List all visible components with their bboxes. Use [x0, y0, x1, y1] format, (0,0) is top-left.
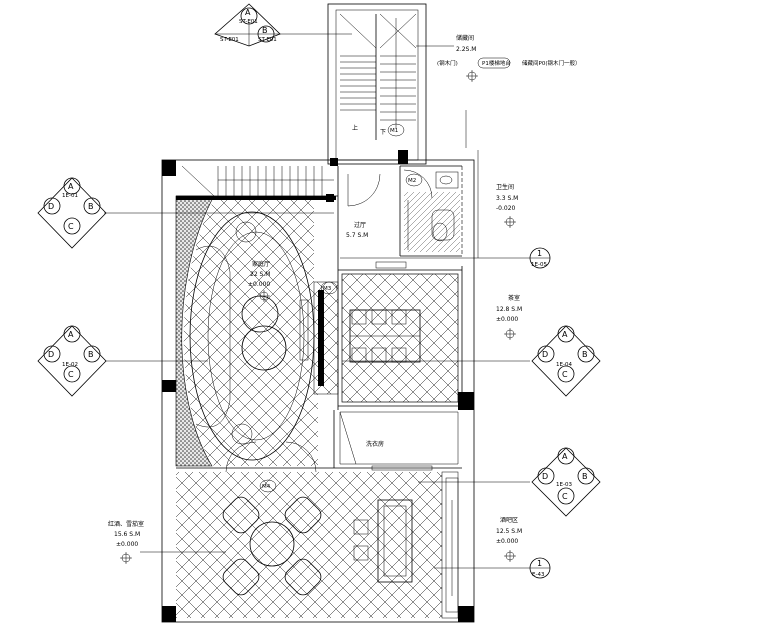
elev-e2-b: B — [582, 472, 588, 481]
stair-down-mark: 下 — [380, 129, 386, 136]
room-name-tea: 茶室 — [508, 294, 520, 302]
room-level-toilet: -0.020 — [496, 205, 516, 212]
elev-w2-b: B — [88, 350, 94, 359]
room-name-toilet: 卫生间 — [496, 183, 514, 191]
elev-w2-a: A — [68, 330, 74, 339]
room-name-laundry: 洗衣房 — [366, 440, 384, 448]
elevation-marker-east-1: A B C D 1E-04 — [531, 325, 601, 397]
elev-w2-c: C — [68, 370, 74, 379]
elev-top-code-a: ST-E01 — [239, 19, 258, 25]
door-tag-4: M4 — [262, 484, 271, 490]
elevation-marker-east-2: A B C D 1E-03 — [531, 447, 601, 517]
elev-top-letter-b: B — [262, 26, 268, 35]
room-area-family: 22 S.M — [250, 271, 270, 278]
room-name-hall: 过厅 — [354, 221, 366, 229]
room-name-family: 家庭厅 — [252, 260, 270, 268]
elev-top-code-c: ST-E01 — [258, 37, 277, 43]
elev-e1-c: C — [562, 370, 568, 379]
elev-top-code-b: ST-E01 — [220, 37, 239, 43]
elev-top-letter-a: A — [245, 8, 251, 17]
door-tag-3: M3 — [323, 286, 332, 292]
room-name-storage: 储藏间 — [456, 34, 474, 42]
room-area-hall: 5.7 S.M — [346, 232, 368, 239]
room-level-wine: ±0.000 — [116, 541, 138, 548]
room-area-tea: 12.8 S.M — [496, 306, 522, 313]
elev-w2-d: D — [48, 350, 54, 359]
leader-lines — [104, 33, 530, 569]
room-name-bar: 酒吧区 — [500, 516, 518, 524]
elevation-marker-west-1: A B C D 1E-01 — [37, 177, 107, 249]
section-1-num: 1 — [537, 249, 542, 258]
elev-w1-c: C — [68, 222, 74, 231]
elev-e1-a: A — [562, 330, 568, 339]
room-area-wine: 15.6 S.M — [114, 531, 140, 538]
elev-e1-b: B — [582, 350, 588, 359]
floor-fills — [176, 192, 460, 619]
room-area-toilet: 3.3 S.M — [496, 195, 518, 202]
room-level-bar: ±0.000 — [496, 538, 518, 545]
elevation-marker-top: A B ST-E01 ST-E01 ST-E01 — [214, 3, 281, 47]
storage-note-a: (钢木门) — [437, 59, 458, 67]
section-2-code: E-43 — [532, 572, 545, 578]
elev-e2-d: D — [542, 472, 548, 481]
section-1-code: 1E-05 — [531, 262, 547, 268]
elev-e2-a: A — [562, 452, 568, 461]
door-tag-1: M1 — [390, 128, 398, 134]
elev-e1-code: 1E-04 — [556, 362, 572, 368]
elev-w2-code: 1E-02 — [62, 362, 78, 368]
elev-w1-a: A — [68, 182, 74, 191]
elev-e2-c: C — [562, 492, 568, 501]
room-level-tea: ±0.000 — [496, 316, 518, 323]
room-level-family: ±0.000 — [248, 281, 270, 288]
door-tag-2: M2 — [408, 178, 416, 184]
room-labels: 储藏间 2.2S.M (钢木门) P1楼梯地台 储藏间P0(钢木门一般） 卫生间… — [108, 34, 580, 564]
room-area-bar: 12.5 S.M — [496, 528, 522, 535]
storage-note-c: 储藏间P0(钢木门一般） — [522, 59, 580, 67]
section-2-num: 1 — [537, 559, 542, 568]
elev-w1-code: 1E-01 — [62, 193, 78, 199]
storage-note-b: P1楼梯地台 — [482, 59, 511, 67]
elev-w1-d: D — [48, 202, 54, 211]
room-name-wine: 红酒、雪茄室 — [108, 520, 144, 528]
door-tags: M1 M2 M3 M4 — [259, 123, 423, 493]
section-marker-2: 1 E-43 — [529, 557, 551, 579]
elevation-marker-west-2: A B C D 1E-02 — [37, 325, 107, 397]
stairs — [176, 13, 417, 200]
elev-e1-d: D — [542, 350, 548, 359]
stair-up-mark: 上 — [352, 124, 358, 132]
elev-w1-b: B — [88, 202, 94, 211]
room-area-storage: 2.2S.M — [456, 46, 476, 53]
section-marker-1: 1 1E-05 — [529, 247, 551, 269]
elev-e2-code: 1E-03 — [556, 482, 572, 488]
